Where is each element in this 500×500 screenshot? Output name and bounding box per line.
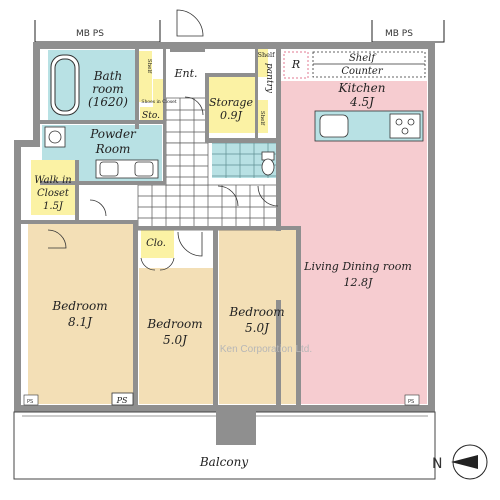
shelf-narrow-label: Shelf bbox=[259, 111, 265, 126]
ent-label: Ent. bbox=[173, 67, 197, 80]
storage-size-label: 0.9J bbox=[220, 109, 242, 122]
toilet-icon bbox=[261, 151, 275, 176]
ps-tiny-left-label: PS bbox=[27, 399, 33, 405]
door-swings bbox=[47, 9, 279, 271]
svg-text:N: N bbox=[432, 456, 442, 472]
kitchen-name-label: Kitchen bbox=[338, 81, 386, 95]
bedroom-3-size-label: 5.0J bbox=[245, 321, 270, 335]
ps-bottom-label: PS bbox=[116, 396, 128, 405]
kitchen-size-label: 4.5J bbox=[349, 95, 375, 109]
refrigerator-label: R bbox=[291, 58, 300, 71]
sto-label: Sto. bbox=[142, 111, 160, 121]
north-arrow-icon: N bbox=[432, 444, 488, 480]
entrance-tile-grid bbox=[137, 97, 279, 231]
ps-box-tiny-right bbox=[404, 394, 420, 406]
mb-ps-left-label: MB PS bbox=[76, 29, 104, 39]
ps-box-bottom bbox=[111, 392, 134, 406]
shelf-tall-label: Shelf bbox=[258, 51, 276, 59]
balcony-label: Balcony bbox=[199, 455, 248, 469]
bedroom-2-fill bbox=[139, 268, 213, 404]
bath-label-2: room bbox=[92, 82, 124, 96]
ps-tiny-right-label: PS bbox=[408, 399, 414, 405]
sto-fill bbox=[140, 107, 162, 124]
counter-shelf bbox=[312, 51, 426, 78]
counter-label: Counter bbox=[341, 66, 383, 77]
powder-sink-icon bbox=[95, 159, 159, 179]
washing-machine-icon bbox=[44, 126, 66, 148]
kitchen-island-icon bbox=[314, 110, 424, 142]
bedroom-2-size-label: 5.0J bbox=[163, 333, 188, 347]
interior-walls bbox=[21, 49, 301, 405]
wic-label-2: Closet bbox=[37, 188, 70, 199]
shelf-narrow-fill bbox=[257, 100, 268, 133]
shelf-top-label: Shelf bbox=[349, 53, 377, 64]
bedroom-1-size-label: 8.1J bbox=[68, 315, 93, 329]
shelf-pantry-fill bbox=[257, 49, 268, 77]
fridge-icon bbox=[283, 51, 309, 79]
storage-fill bbox=[209, 77, 255, 133]
shelf-bath-fill bbox=[139, 51, 152, 102]
living-name-label: Living Dining room bbox=[303, 260, 412, 273]
ps-box-tiny-left bbox=[23, 394, 39, 406]
bedroom-3-fill bbox=[219, 230, 296, 404]
bath-label-3: (1620) bbox=[88, 95, 128, 109]
storage-name-label: Storage bbox=[209, 96, 253, 109]
bedroom-1-name-label: Bedroom bbox=[51, 299, 107, 313]
shoes-in-closet-label: Shoes in Closet bbox=[141, 99, 176, 105]
powder-label-2: Room bbox=[95, 142, 131, 156]
watermark: Ken Corporation Ltd. bbox=[220, 344, 312, 355]
living-size-label: 12.8J bbox=[344, 276, 373, 289]
shelf-small-label: Shelf bbox=[146, 59, 152, 74]
walk-in-closet-fill bbox=[31, 160, 75, 215]
bedroom-2-name-label: Bedroom bbox=[146, 317, 202, 331]
bedroom-3-name-label: Bedroom bbox=[228, 305, 284, 319]
pantry-label: pantry bbox=[264, 63, 274, 94]
bathtub-icon bbox=[50, 54, 80, 116]
balcony-column bbox=[216, 405, 256, 445]
wic-size-label: 1.5J bbox=[43, 201, 64, 212]
mb-ps-right-label: MB PS bbox=[385, 29, 413, 39]
clo-label: Clo. bbox=[146, 238, 166, 249]
powder-label-1: Powder bbox=[89, 127, 137, 141]
bath-label-1: Bath bbox=[93, 69, 123, 83]
bedroom-1-fill bbox=[28, 224, 133, 404]
closet-bed2-fill bbox=[141, 230, 174, 258]
wic-label-1: Walk in bbox=[34, 175, 71, 186]
